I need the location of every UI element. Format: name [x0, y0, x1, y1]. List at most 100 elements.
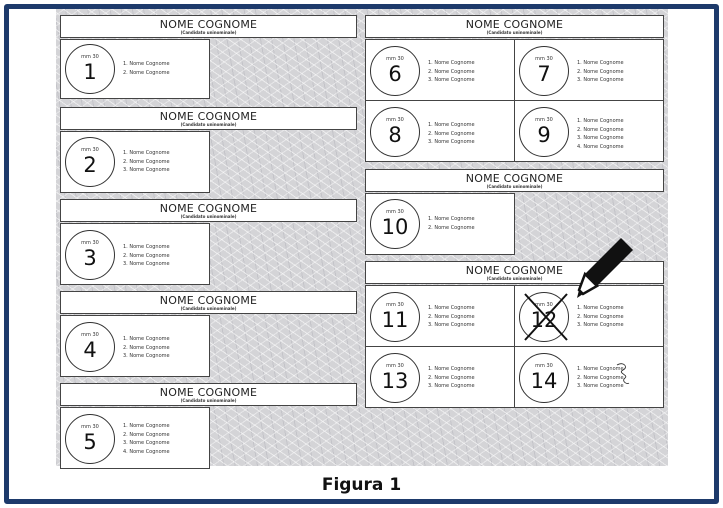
list-number: 6	[388, 62, 402, 86]
list-box-7: mm 30 7 1. Nome Cognome 2. Nome Cognome …	[514, 39, 664, 101]
list-symbol-circle: mm 30 13	[370, 353, 420, 403]
candidate-name: NOME COGNOME	[465, 264, 564, 277]
mm-label: mm 30	[81, 240, 99, 246]
list-box-3: mm 30 3 1. Nome Cognome 2. Nome Cognome …	[60, 223, 210, 285]
list-item: 2. Nome Cognome	[123, 252, 170, 259]
cross-mark-icon	[524, 293, 568, 341]
list-item: 2. Nome Cognome	[428, 224, 475, 231]
candidate-header-10: NOME COGNOME (Candidato uninominale)	[365, 169, 664, 192]
candidate-name: NOME COGNOME	[465, 172, 564, 185]
list-symbol-circle: mm 30 5	[65, 414, 115, 464]
list-item: 3. Nome Cognome	[577, 383, 624, 389]
list-item: 1. Nome Cognome	[428, 216, 475, 222]
list-number: 3	[83, 246, 97, 270]
list-item: 2. Nome Cognome	[577, 374, 624, 381]
list-item: 3. Nome Cognome	[577, 135, 624, 141]
scribble-mark-icon	[616, 363, 630, 384]
list-number: 10	[381, 215, 409, 239]
candidate-subtitle: (Candidato uninominale)	[486, 276, 543, 281]
list-item: 1. Nome Cognome	[123, 150, 170, 156]
candidate-list: 1. Nome Cognome 2. Nome Cognome 3. Nome …	[123, 243, 170, 269]
list-item: 1. Nome Cognome	[428, 305, 475, 311]
candidate-list: 1. Nome Cognome 2. Nome Cognome 3. Nome …	[428, 59, 475, 85]
list-number: 4	[83, 338, 97, 362]
mm-label: mm 30	[386, 302, 404, 308]
list-box-4: mm 30 4 1. Nome Cognome 2. Nome Cognome …	[60, 315, 210, 377]
candidate-name: NOME COGNOME	[159, 110, 258, 123]
list-item: 3. Nome Cognome	[428, 383, 475, 389]
candidate-list: 1. Nome Cognome 2. Nome Cognome 3. Nome …	[123, 149, 170, 175]
candidate-list: 1. Nome Cognome 2. Nome Cognome 3. Nome …	[428, 304, 475, 330]
list-item: 2. Nome Cognome	[123, 69, 170, 76]
candidate-header-6: NOME COGNOME (Candidato uninominale)	[365, 15, 664, 38]
list-item: 3. Nome Cognome	[428, 322, 475, 328]
candidate-name: NOME COGNOME	[159, 18, 258, 31]
candidate-list: 1. Nome Cognome 2. Nome Cognome 3. Nome …	[428, 365, 475, 391]
list-symbol-circle: mm 30 2	[65, 137, 115, 187]
candidate-subtitle: (Candidato uninominale)	[180, 306, 237, 311]
candidate-list: 1. Nome Cognome 2. Nome Cognome 3. Nome …	[577, 365, 624, 391]
list-item: 1. Nome Cognome	[123, 61, 170, 67]
mm-label: mm 30	[386, 117, 404, 123]
candidate-subtitle: (Candidato uninominale)	[180, 398, 237, 403]
list-item: 3. Nome Cognome	[123, 440, 170, 446]
list-item: 3. Nome Cognome	[428, 77, 475, 83]
mm-label: mm 30	[81, 332, 99, 338]
list-item: 2. Nome Cognome	[428, 313, 475, 320]
list-box-10: mm 30 10 1. Nome Cognome 2. Nome Cognome	[365, 193, 515, 255]
candidate-list: 1. Nome Cognome 2. Nome Cognome 3. Nome …	[428, 121, 475, 147]
list-number: 13	[381, 369, 409, 393]
list-box-5: mm 30 5 1. Nome Cognome 2. Nome Cognome …	[60, 407, 210, 469]
list-item: 4. Nome Cognome	[577, 143, 624, 150]
list-item: 2. Nome Cognome	[428, 130, 475, 137]
mm-label: mm 30	[535, 117, 553, 123]
candidate-name: NOME COGNOME	[159, 202, 258, 215]
candidate-name: NOME COGNOME	[159, 386, 258, 399]
list-item: 1. Nome Cognome	[577, 305, 624, 311]
ballot-sheet: NOME COGNOME (Candidato uninominale) mm …	[56, 9, 668, 469]
mm-label: mm 30	[386, 56, 404, 62]
list-number: 7	[537, 62, 551, 86]
mm-label: mm 30	[535, 363, 553, 369]
list-item: 3. Nome Cognome	[577, 322, 624, 328]
list-item: 2. Nome Cognome	[123, 431, 170, 438]
candidate-list: 1. Nome Cognome 2. Nome Cognome 3. Nome …	[123, 335, 170, 361]
list-item: 1. Nome Cognome	[123, 244, 170, 250]
list-number: 8	[388, 123, 402, 147]
mm-label: mm 30	[386, 363, 404, 369]
candidate-list: 1. Nome Cognome 2. Nome Cognome 3. Nome …	[123, 422, 170, 456]
list-symbol-circle: mm 30 6	[370, 46, 420, 96]
list-item: 1. Nome Cognome	[577, 118, 624, 124]
candidate-subtitle: (Candidato uninominale)	[486, 184, 543, 189]
candidate-list: 1. Nome Cognome 2. Nome Cognome 3. Nome …	[577, 304, 624, 330]
list-item: 1. Nome Cognome	[428, 60, 475, 66]
list-item: 1. Nome Cognome	[577, 60, 624, 66]
candidate-name: NOME COGNOME	[465, 18, 564, 31]
mm-label: mm 30	[535, 56, 553, 62]
list-number: 5	[83, 430, 97, 454]
list-item: 3. Nome Cognome	[123, 353, 170, 359]
mm-label: mm 30	[535, 302, 553, 308]
list-box-8: mm 30 8 1. Nome Cognome 2. Nome Cognome …	[365, 100, 515, 162]
list-symbol-circle: mm 30 9	[519, 107, 569, 157]
list-box-11: mm 30 11 1. Nome Cognome 2. Nome Cognome…	[365, 285, 515, 347]
list-box-12: mm 30 12 1. Nome Cognome 2. Nome Cognome…	[514, 285, 664, 347]
candidate-subtitle: (Candidato uninominale)	[180, 122, 237, 127]
list-item: 3. Nome Cognome	[123, 167, 170, 173]
list-symbol-circle: mm 30 11	[370, 292, 420, 342]
list-box-14: mm 30 14 1. Nome Cognome 2. Nome Cognome…	[514, 346, 664, 408]
list-item: 1. Nome Cognome	[123, 423, 170, 429]
list-item: 1. Nome Cognome	[577, 366, 624, 372]
list-symbol-circle: mm 30 8	[370, 107, 420, 157]
list-number: 2	[83, 153, 97, 177]
list-number: 1	[83, 60, 97, 84]
candidate-subtitle: (Candidato uninominale)	[486, 30, 543, 35]
list-item: 1. Nome Cognome	[123, 336, 170, 342]
list-box-1: mm 30 1 1. Nome Cognome 2. Nome Cognome	[60, 39, 210, 99]
candidate-header-3: NOME COGNOME (Candidato uninominale)	[60, 199, 357, 222]
list-item: 2. Nome Cognome	[123, 344, 170, 351]
mm-label: mm 30	[81, 147, 99, 153]
list-symbol-circle: mm 30 4	[65, 322, 115, 372]
list-item: 2. Nome Cognome	[428, 68, 475, 75]
mm-label: mm 30	[386, 209, 404, 215]
